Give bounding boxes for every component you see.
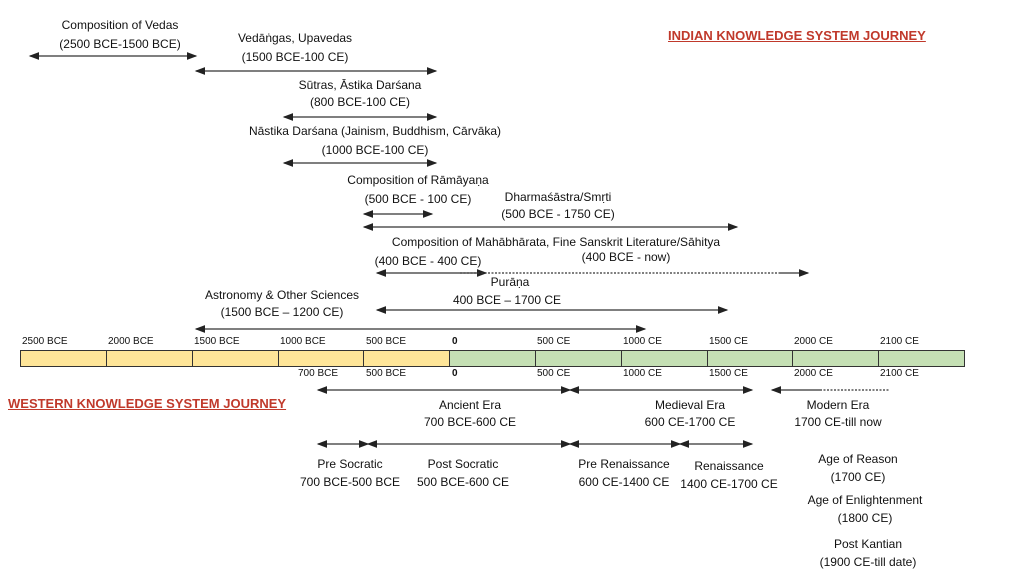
bar-segment-bce xyxy=(363,350,449,367)
bottom-tick: 1000 CE xyxy=(623,368,662,379)
renaissance-label: Renaissance xyxy=(694,459,764,473)
vedas-label: Composition of Vedas xyxy=(61,18,179,32)
ramayana-label: Composition of Rāmāyaṇa xyxy=(347,173,489,187)
renaissance-range: 1400 CE-1700 CE xyxy=(680,477,778,491)
modern-era-label: Modern Era xyxy=(806,398,870,412)
top-tick: 1000 BCE xyxy=(280,336,326,347)
dharmashastra-range: (500 BCE - 1750 CE) xyxy=(501,207,615,221)
bar-segment-ce xyxy=(707,350,792,367)
dharmashastra-label: Dharmaśāstra/Smṛti xyxy=(504,190,612,204)
bar-segment-ce xyxy=(878,350,965,367)
bar-segment-ce xyxy=(535,350,621,367)
age-of-reason-label: Age of Reason xyxy=(818,452,898,466)
bottom-tick: 700 BCE xyxy=(298,368,339,379)
age-of-reason-range: (1700 CE) xyxy=(830,470,886,484)
top-tick: 1500 CE xyxy=(709,336,748,347)
sahitya-range: (400 BCE - now) xyxy=(581,250,671,264)
mahabharata-range: (400 BCE - 400 CE) xyxy=(374,254,482,268)
bottom-tick: 2000 CE xyxy=(794,368,833,379)
top-tick: 2100 CE xyxy=(880,336,919,347)
bar-segment-ce xyxy=(449,350,535,367)
pre-renaissance-range: 600 CE-1400 CE xyxy=(578,475,670,489)
sutras-range: (800 BCE-100 CE) xyxy=(309,95,411,109)
bottom-tick: 500 CE xyxy=(537,368,571,379)
top-tick: 500 CE xyxy=(537,336,571,347)
bottom-tick: 500 BCE xyxy=(366,368,407,379)
bar-segment-bce xyxy=(20,350,106,367)
medieval-era-range: 600 CE-1700 CE xyxy=(644,415,736,429)
mahabharata-label: Composition of Mahābhārata, Fine Sanskri… xyxy=(391,235,721,249)
bottom-tick: 2100 CE xyxy=(880,368,919,379)
top-tick: 2000 CE xyxy=(794,336,833,347)
bar-segment-bce xyxy=(106,350,192,367)
post-kantian-range: (1900 CE-till date) xyxy=(819,555,917,569)
bar-segment-ce xyxy=(621,350,707,367)
sutras-label: Sūtras, Āstika Darśana xyxy=(298,78,422,92)
ancient-era-label: Ancient Era xyxy=(438,398,502,412)
nastika-range: (1000 BCE-100 CE) xyxy=(321,143,429,157)
bottom-tick: 0 xyxy=(452,368,458,379)
bar-segment-bce xyxy=(192,350,278,367)
vedangas-label: Vedāṅgas, Upavedas xyxy=(237,31,353,45)
top-tick: 500 BCE xyxy=(366,336,407,347)
ancient-era-range: 700 BCE-600 CE xyxy=(423,415,517,429)
top-tick: 2000 BCE xyxy=(108,336,154,347)
nastika-label: Nāstika Darśana (Jainism, Buddhism, Cārv… xyxy=(248,124,502,138)
bar-segment-bce xyxy=(278,350,363,367)
top-tick: 1500 BCE xyxy=(194,336,240,347)
post-kantian-label: Post Kantian xyxy=(833,537,903,551)
bar-segment-ce xyxy=(792,350,878,367)
top-tick: 1000 CE xyxy=(623,336,662,347)
modern-era-range: 1700 CE-till now xyxy=(794,415,882,429)
post-socratic-range: 500 BCE-600 CE xyxy=(416,475,510,489)
top-tick: 0 xyxy=(452,336,458,347)
vedas-range: (2500 BCE-1500 BCE) xyxy=(59,37,181,51)
vedangas-range: (1500 BCE-100 CE) xyxy=(241,50,349,64)
top-tick: 2500 BCE xyxy=(22,336,68,347)
western-title: WESTERN KNOWLEDGE SYSTEM JOURNEY xyxy=(8,396,287,411)
pre-socratic-label: Pre Socratic xyxy=(317,457,383,471)
age-of-enlightenment-range: (1800 CE) xyxy=(837,511,893,525)
indian-title: INDIAN KNOWLEDGE SYSTEM JOURNEY xyxy=(668,28,926,43)
astronomy-range: (1500 BCE – 1200 CE) xyxy=(220,305,344,319)
pre-renaissance-label: Pre Renaissance xyxy=(578,457,670,471)
post-socratic-label: Post Socratic xyxy=(427,457,499,471)
ramayana-range: (500 BCE - 100 CE) xyxy=(364,192,472,206)
astronomy-label: Astronomy & Other Sciences xyxy=(204,288,360,302)
medieval-era-label: Medieval Era xyxy=(654,398,726,412)
pre-socratic-range: 700 BCE-500 BCE xyxy=(299,475,401,489)
age-of-enlightenment-label: Age of Enlightenment xyxy=(807,493,923,507)
bottom-tick: 1500 CE xyxy=(709,368,748,379)
purana-label: Purāṇa xyxy=(490,275,530,289)
purana-range: 400 BCE – 1700 CE xyxy=(452,293,562,307)
